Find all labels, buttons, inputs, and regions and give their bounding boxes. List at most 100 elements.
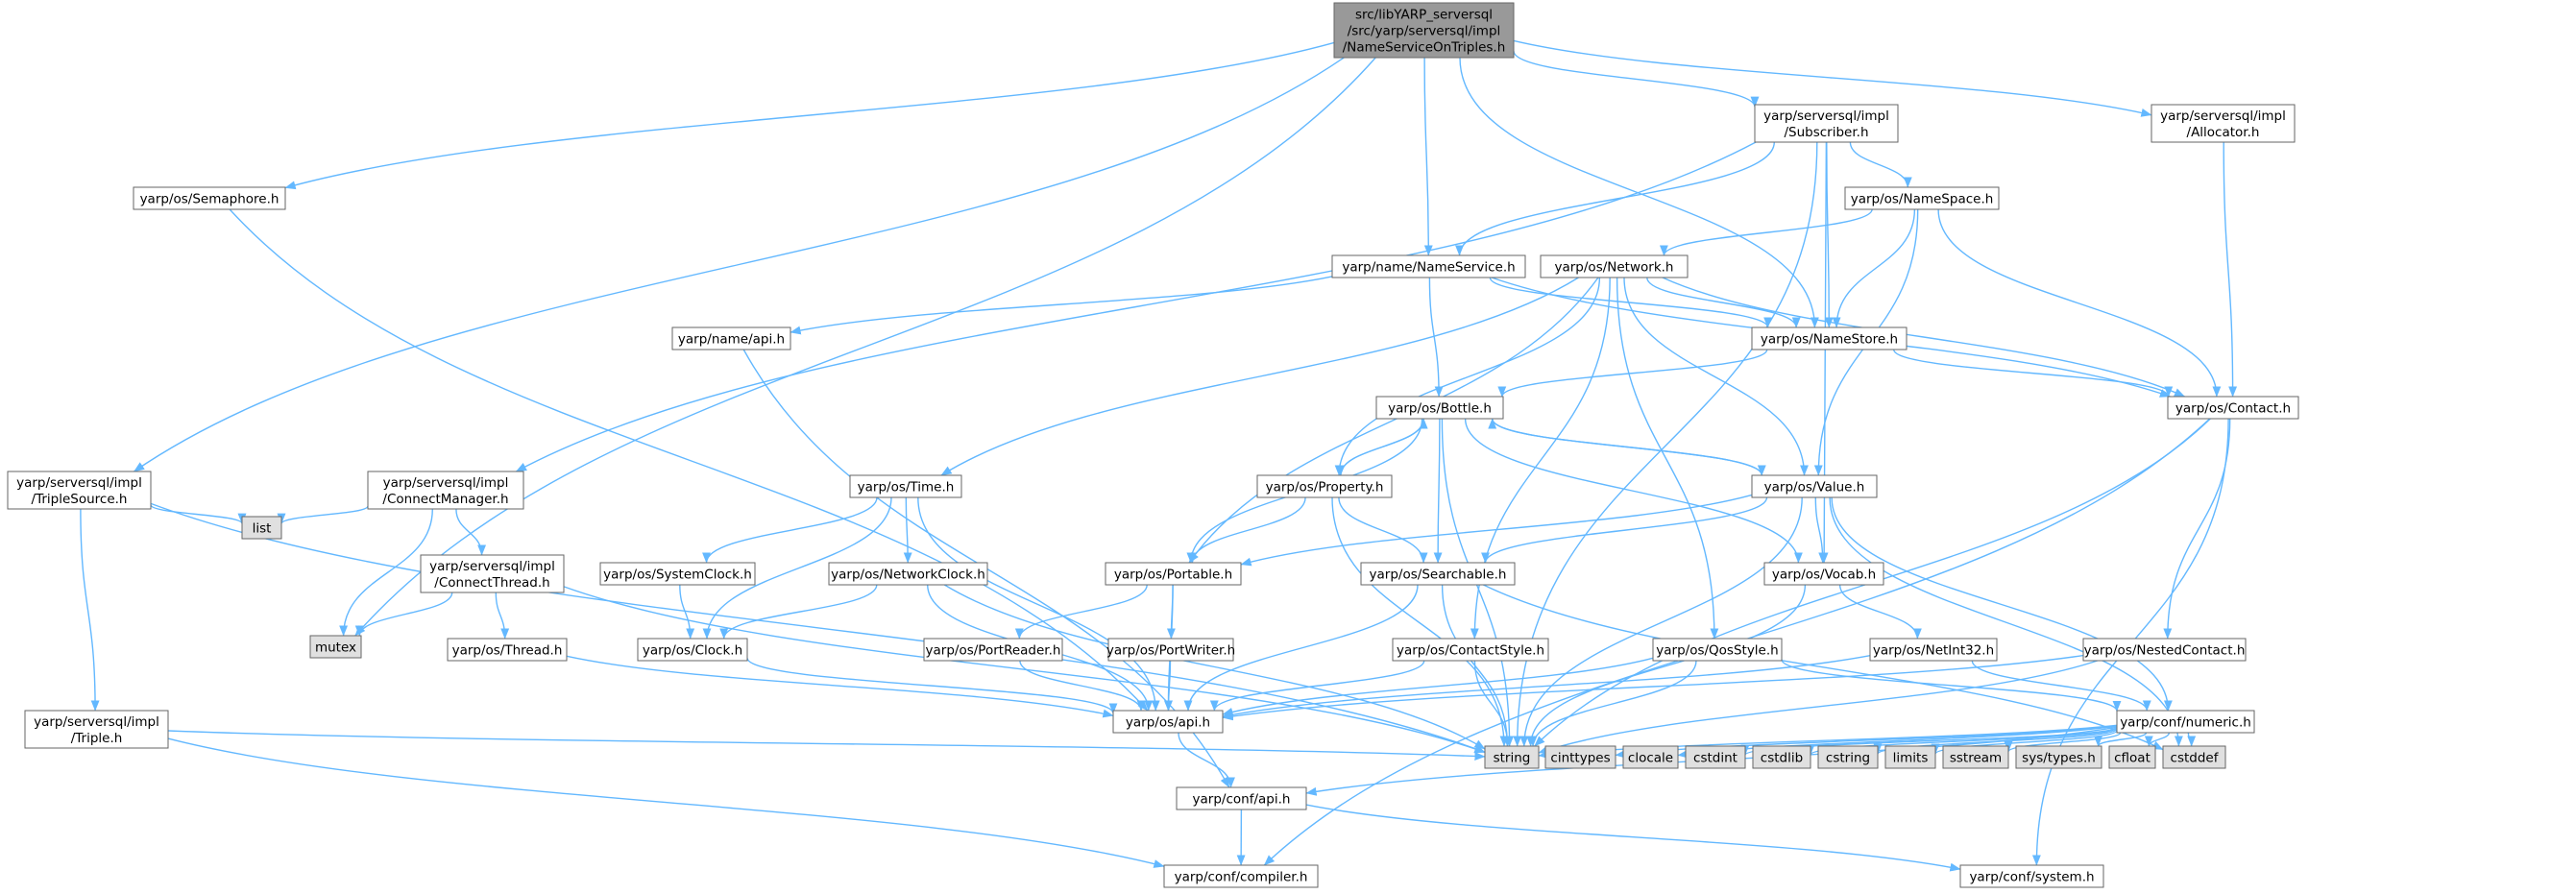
node-label: yarp/name/NameService.h [1342, 260, 1515, 276]
node-box [1544, 745, 1616, 769]
node-box [599, 562, 756, 586]
node-value[interactable]: yarp/os/Value.h [1751, 474, 1878, 498]
edge-root-to-allocator [1513, 39, 2152, 117]
node-nameapi[interactable]: yarp/name/api.h [671, 326, 791, 350]
edge-value-to-searchable [1481, 496, 1768, 564]
node-connectmanager[interactable]: yarp/serversql/impl/ConnectManager.h [367, 471, 524, 510]
edge-triplesource-to-triple [80, 508, 100, 712]
node-system[interactable]: yarp/conf/system.h [1959, 864, 2104, 888]
node-label: yarp/os/ContactStyle.h [1397, 643, 1544, 659]
node-nestedcontact[interactable]: yarp/os/NestedContact.h [2082, 638, 2247, 662]
node-label: yarp/os/PortWriter.h [1106, 643, 1235, 659]
node-semaphore[interactable]: yarp/os/Semaphore.h [133, 186, 286, 210]
node-box [447, 638, 568, 662]
node-box [1107, 638, 1234, 662]
node-box [1331, 254, 1526, 278]
node-root: src/libYARP_serversql/src/yarp/serversql… [1333, 2, 1515, 59]
edge-portable-to-portreader [1014, 584, 1148, 640]
node-subscriber[interactable]: yarp/serversql/impl/Subscriber.h [1754, 104, 1899, 143]
node-namespace[interactable]: yarp/os/NameSpace.h [1844, 186, 2000, 210]
node-portable[interactable]: yarp/os/Portable.h [1105, 562, 1242, 586]
node-label: yarp/os/Property.h [1266, 480, 1384, 495]
node-portwriter[interactable]: yarp/os/PortWriter.h [1106, 638, 1235, 662]
node-label: yarp/conf/api.h [1193, 792, 1291, 808]
node-layer: src/libYARP_serversql/src/yarp/serversql… [7, 2, 2299, 888]
node-label: yarp/os/NameSpace.h [1851, 192, 1994, 207]
node-box [1105, 562, 1242, 586]
node-label: yarp/os/Portable.h [1114, 568, 1232, 583]
node-confapi[interactable]: yarp/conf/api.h [1176, 786, 1307, 810]
node-allocator[interactable]: yarp/serversql/impl/Allocator.h [2151, 104, 2296, 143]
edge-namespace-to-namestore [1832, 208, 1916, 328]
edge-property-to-string [1331, 496, 1509, 747]
node-label: yarp/conf/compiler.h [1175, 870, 1308, 885]
edge-numeric-to-cstddef [2187, 732, 2197, 747]
edge-nestedcontact-to-string [1538, 660, 2098, 754]
edge-numeric-to-cfloat [2144, 732, 2170, 747]
node-box [1333, 2, 1515, 59]
node-label: /src/yarp/serversql/impl [1348, 24, 1501, 39]
node-box [1763, 562, 1884, 586]
edge-root-to-triplesource [134, 57, 1345, 472]
node-box [923, 638, 1063, 662]
node-limits: limits [1884, 745, 1936, 769]
node-triple[interactable]: yarp/serversql/impl/Triple.h [24, 710, 169, 749]
node-label: yarp/os/Time.h [858, 480, 955, 495]
node-qosstyle[interactable]: yarp/os/QosStyle.h [1652, 638, 1783, 662]
node-box [241, 516, 282, 540]
edge-value-to-portable [1240, 494, 1753, 567]
node-searchable[interactable]: yarp/os/Searchable.h [1360, 562, 1516, 586]
edge-network-to-property [1334, 277, 1601, 476]
node-systemclock[interactable]: yarp/os/SystemClock.h [599, 562, 756, 586]
node-contact[interactable]: yarp/os/Contact.h [2167, 396, 2299, 420]
node-label: yarp/serversql/impl [16, 475, 142, 491]
node-namestore[interactable]: yarp/os/NameStore.h [1751, 326, 1908, 350]
node-mutex: mutex [309, 635, 362, 659]
edge-network-to-qosstyle [1616, 277, 1719, 640]
node-box [1622, 745, 1679, 769]
node-cinttypes: cinttypes [1544, 745, 1616, 769]
node-time[interactable]: yarp/os/Time.h [849, 474, 962, 498]
node-cstdlib: cstdlib [1752, 745, 1811, 769]
node-nameservice[interactable]: yarp/name/NameService.h [1331, 254, 1526, 278]
node-box [671, 326, 791, 350]
edge-layer [80, 39, 2238, 872]
node-label: yarp/conf/system.h [1969, 870, 2094, 885]
node-box [637, 638, 748, 662]
node-bottle[interactable]: yarp/os/Bottle.h [1375, 396, 1504, 420]
node-label: mutex [315, 640, 356, 656]
edge-systemclock-to-clock [679, 584, 695, 640]
node-box [1942, 745, 2009, 769]
node-box [1869, 638, 1998, 662]
node-clock[interactable]: yarp/os/Clock.h [637, 638, 748, 662]
node-thread[interactable]: yarp/os/Thread.h [447, 638, 568, 662]
node-label: /Triple.h [71, 731, 123, 746]
node-connectthread[interactable]: yarp/serversql/impl/ConnectThread.h [420, 554, 565, 593]
node-osapi[interactable]: yarp/os/api.h [1112, 710, 1224, 734]
edge-networkclock-to-string [943, 584, 1486, 750]
node-cfloat: cfloat [2108, 745, 2156, 769]
edge-connectmanager-to-mutex [339, 508, 433, 637]
node-cstddef: cstddef [2162, 745, 2226, 769]
node-vocab[interactable]: yarp/os/Vocab.h [1763, 562, 1884, 586]
node-contactstyle[interactable]: yarp/os/ContactStyle.h [1392, 638, 1549, 662]
node-networkclock[interactable]: yarp/os/NetworkClock.h [828, 562, 988, 586]
node-label: yarp/os/PortReader.h [926, 643, 1061, 659]
node-box [2162, 745, 2226, 769]
node-compiler[interactable]: yarp/conf/compiler.h [1163, 864, 1319, 888]
node-box [1484, 745, 1540, 769]
node-portreader[interactable]: yarp/os/PortReader.h [923, 638, 1063, 662]
node-property[interactable]: yarp/os/Property.h [1256, 474, 1393, 498]
edge-qosstyle-to-osapi [1222, 657, 1654, 716]
node-numeric[interactable]: yarp/conf/numeric.h [2116, 710, 2255, 734]
node-box [1751, 474, 1878, 498]
edge-network-to-contact [1662, 277, 2186, 398]
edge-contact-to-nestedcontact [2163, 418, 2231, 640]
node-triplesource[interactable]: yarp/serversql/impl/TripleSource.h [7, 471, 152, 510]
node-box [2082, 638, 2247, 662]
node-network[interactable]: yarp/os/Network.h [1540, 254, 1689, 278]
node-label: yarp/os/Semaphore.h [140, 192, 279, 207]
edge-value-to-bottle [1488, 418, 1762, 476]
node-netint32[interactable]: yarp/os/NetInt32.h [1869, 638, 1998, 662]
node-label: sstream [1950, 751, 2002, 766]
